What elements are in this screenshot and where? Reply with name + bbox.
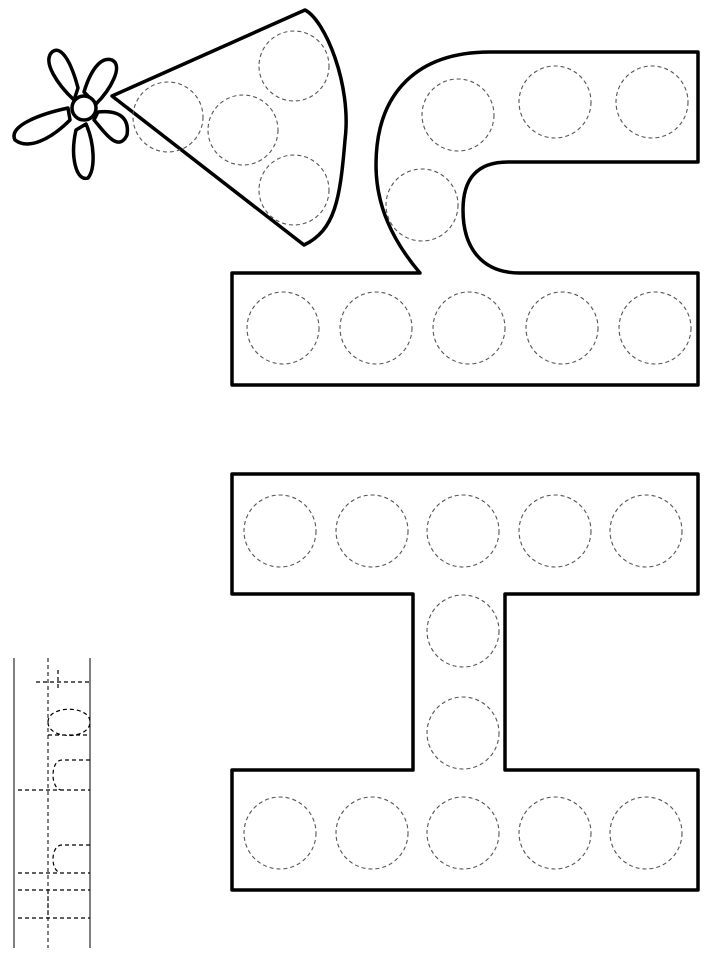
pompom-petal xyxy=(82,57,119,106)
letter-h-uppercase-dots xyxy=(243,494,683,870)
dot-circle xyxy=(615,65,689,139)
pompom-center xyxy=(70,94,98,122)
dot-circle xyxy=(385,168,459,242)
pompom-petal xyxy=(47,48,80,102)
dot-circle xyxy=(335,796,409,870)
dot-circle xyxy=(518,796,592,870)
dot-circle xyxy=(426,494,500,568)
dot-circle xyxy=(609,796,683,870)
dot-circle xyxy=(243,796,317,870)
party-hat-dots xyxy=(132,30,330,226)
party-hat xyxy=(12,8,348,247)
party-hat-pompom xyxy=(12,48,130,181)
trace-letter-H xyxy=(18,889,90,919)
letter-h-lowercase xyxy=(230,50,700,387)
dot-circle xyxy=(618,291,692,365)
dot-circle xyxy=(421,78,495,152)
dot-circle xyxy=(432,291,506,365)
trace-letter-t xyxy=(36,670,90,690)
dot-circle xyxy=(246,291,320,365)
trace-letter-h-1 xyxy=(18,759,90,791)
dot-circle xyxy=(335,494,409,568)
pompom-petal xyxy=(71,122,95,181)
dot-circle xyxy=(518,65,592,139)
dot-circle xyxy=(426,594,500,668)
trace-letter-a xyxy=(47,708,91,736)
trace-letter-h-2 xyxy=(18,844,90,874)
letter-h-uppercase xyxy=(230,472,700,892)
dot-circle xyxy=(525,291,599,365)
dot-circle xyxy=(518,494,592,568)
dot-circle xyxy=(243,494,317,568)
letter-h-lowercase-dots xyxy=(246,65,692,365)
letter-h-lowercase-outline xyxy=(230,50,700,387)
dot-circle xyxy=(207,94,279,166)
letter-h-uppercase-outline xyxy=(230,472,700,892)
dot-circle xyxy=(258,30,330,102)
dot-circle xyxy=(426,796,500,870)
dot-circle xyxy=(258,154,330,226)
pompom-petal xyxy=(92,109,130,144)
pompom-petal xyxy=(12,106,72,146)
dot-circle xyxy=(339,291,413,365)
dot-circle xyxy=(426,696,500,770)
dot-circle xyxy=(132,81,204,153)
party-hat-cone xyxy=(110,8,348,247)
dot-circle xyxy=(609,494,683,568)
tracing-strip xyxy=(13,658,91,948)
